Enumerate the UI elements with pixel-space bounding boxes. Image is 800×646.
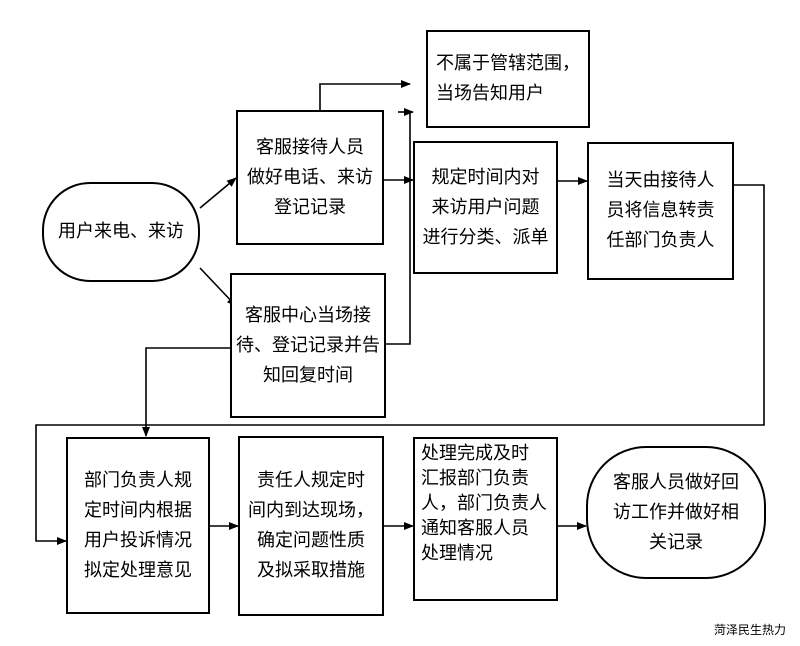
node-start: 用户来电、来访 <box>42 182 200 282</box>
node-responsible: 责任人规定时 间内到达现场， 确定问题性质 及拟采取措施 <box>238 436 384 616</box>
node-classify: 规定时间内对 来访用户问题 进行分类、派单 <box>413 141 558 274</box>
node-out-of-scope-label: 不属于管辖范围， 当场告知用户 <box>436 53 580 104</box>
arrow-reception-to-out-of-scope <box>319 80 411 110</box>
node-dept-head-label: 部门负责人规 定时间内根据 用户投诉情况 拟定处理意见 <box>84 469 192 581</box>
node-reception: 客服接待人员 做好电话、来访 登记记录 <box>236 110 384 245</box>
node-responsible-label: 责任人规定时 间内到达现场， 确定问题性质 及拟采取措施 <box>248 470 374 581</box>
node-out-of-scope: 不属于管辖范围， 当场告知用户 <box>426 30 590 128</box>
arrow-forward-to-dept-head <box>35 184 765 545</box>
node-followup-label: 客服人员做好回 访工作并做好相 关记录 <box>613 471 739 553</box>
node-onsite-label: 客服中心当场接 待、登记记录并告 知回复时间 <box>236 304 380 386</box>
node-followup: 客服人员做好回 访工作并做好相 关记录 <box>586 446 766 579</box>
node-onsite: 客服中心当场接 待、登记记录并告 知回复时间 <box>230 273 386 418</box>
node-report-label: 处理完成及时 汇报部门负责 人，部门负责人 通知客服人员 处理情况 <box>421 443 547 564</box>
arrow-start-to-reception <box>199 177 237 209</box>
line-onsite-up <box>386 112 411 345</box>
node-forward: 当天由接待人 员将信息转责 任部门负责人 <box>587 142 734 280</box>
node-forward-label: 当天由接待人 员将信息转责 任部门负责人 <box>606 170 715 251</box>
node-report: 处理完成及时 汇报部门负责 人，部门负责人 通知客服人员 处理情况 <box>413 437 558 601</box>
arrow-onsite-to-dept-head <box>142 347 230 437</box>
node-start-label: 用户来电、来访 <box>58 221 184 242</box>
node-dept-head: 部门负责人规 定时间内根据 用户投诉情况 拟定处理意见 <box>66 437 210 614</box>
watermark: 菏泽民生热力 <box>713 623 786 637</box>
node-classify-label: 规定时间内对 来访用户问题 进行分类、派单 <box>422 166 549 248</box>
node-reception-label: 客服接待人员 做好电话、来访 登记记录 <box>247 136 373 218</box>
